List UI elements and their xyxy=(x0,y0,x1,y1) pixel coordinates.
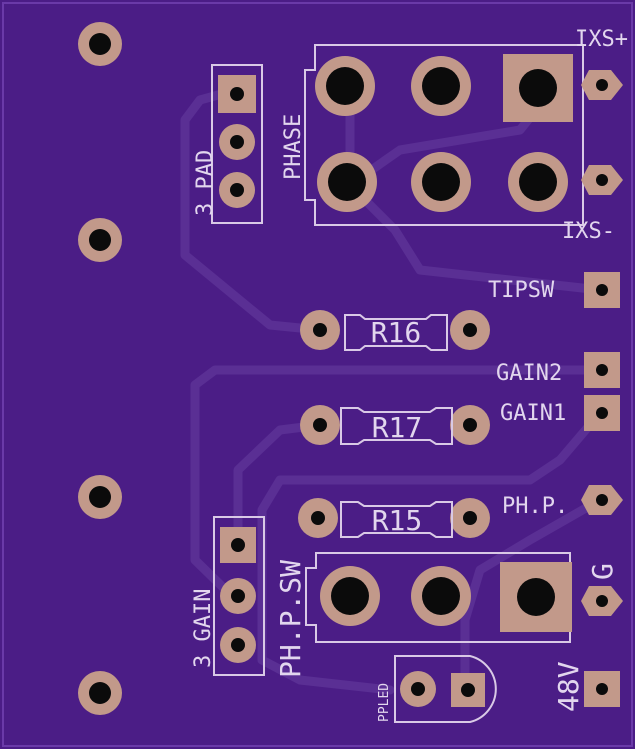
drill-hole xyxy=(596,364,608,376)
drill-hole xyxy=(328,163,366,201)
switch-phase-outline xyxy=(304,44,584,226)
mounting-holes xyxy=(78,22,122,715)
label-gain2: GAIN2 xyxy=(496,361,562,386)
drill-hole xyxy=(596,683,608,695)
drill-hole xyxy=(596,284,608,296)
label-3-gain: 3 GAIN xyxy=(191,589,216,668)
header-3-gain-outline xyxy=(213,516,265,676)
label-g: G xyxy=(586,563,619,580)
label-ppled: PPLED xyxy=(377,683,392,722)
drill-hole xyxy=(231,638,245,652)
drill-hole xyxy=(596,174,608,186)
resistor-r15: R15 xyxy=(298,498,490,538)
drill-hole xyxy=(461,683,475,697)
header-3-pad-outline xyxy=(211,64,263,224)
drill-hole xyxy=(411,682,425,696)
drill-hole xyxy=(313,418,327,432)
drill-hole xyxy=(517,578,555,616)
resistor-r16-body xyxy=(344,314,448,351)
label-3-pad: 3 PAD xyxy=(193,150,218,216)
label-48v: 48V xyxy=(552,661,585,712)
label-gain1: GAIN1 xyxy=(500,401,566,426)
drill-hole xyxy=(463,323,477,337)
connector-tipsw: TIPSW xyxy=(488,272,620,308)
header-3-gain: 3 GAIN xyxy=(191,516,265,676)
drill-hole xyxy=(89,486,111,508)
drill-hole xyxy=(313,323,327,337)
switch-phase: PHASE xyxy=(281,44,584,226)
drill-hole xyxy=(463,418,477,432)
led-ppled: PPLED xyxy=(377,655,497,723)
drill-hole xyxy=(230,135,244,149)
drill-hole xyxy=(519,163,557,201)
label-r16: R16 xyxy=(371,316,422,349)
drill-hole xyxy=(596,595,608,607)
drill-hole xyxy=(596,79,608,91)
resistor-r16: R16 xyxy=(300,310,490,351)
drill-hole xyxy=(596,494,608,506)
drill-hole xyxy=(331,577,369,615)
label-r17: R17 xyxy=(372,411,423,444)
trace-r17 xyxy=(233,420,325,550)
drill-hole xyxy=(89,33,111,55)
drill-hole xyxy=(422,163,460,201)
header-3-pad: 3 PAD xyxy=(193,64,263,224)
drill-hole xyxy=(231,589,245,603)
connector-ixs: IXS+ IXS- xyxy=(562,27,628,244)
drill-hole xyxy=(89,682,111,704)
label-php: PH.P. xyxy=(502,494,568,519)
trace-php xyxy=(460,495,605,695)
trace-gain2 xyxy=(190,365,605,605)
drill-hole xyxy=(519,69,557,107)
label-r15: R15 xyxy=(372,504,423,537)
drill-hole xyxy=(230,183,244,197)
label-tipsw: TIPSW xyxy=(488,278,555,303)
trace-pad1-r16 xyxy=(180,85,325,335)
connector-php: PH.P. xyxy=(502,485,623,519)
drill-hole xyxy=(422,67,460,105)
connector-gain: GAIN2 GAIN1 xyxy=(496,352,620,431)
label-ixs-plus: IXS+ xyxy=(575,27,628,52)
switch-php-sw: PH.P.SW xyxy=(274,552,572,678)
drill-hole xyxy=(463,511,477,525)
drill-hole xyxy=(596,407,608,419)
led-ppled-outline xyxy=(394,655,497,723)
trace-gain1 xyxy=(257,408,605,695)
drill-hole xyxy=(422,577,460,615)
resistor-r17-body xyxy=(340,407,453,445)
connector-power: G 48V xyxy=(552,563,623,712)
drill-hole xyxy=(311,511,325,525)
label-ixs-minus: IXS- xyxy=(562,219,615,244)
drill-hole xyxy=(231,538,245,552)
drill-hole xyxy=(326,67,364,105)
label-php-sw: PH.P.SW xyxy=(274,560,307,678)
label-phase: PHASE xyxy=(281,114,306,180)
drill-hole xyxy=(230,87,244,101)
resistor-r17: R17 xyxy=(300,405,490,445)
resistor-r15-body xyxy=(340,501,453,538)
drill-hole xyxy=(89,229,111,251)
